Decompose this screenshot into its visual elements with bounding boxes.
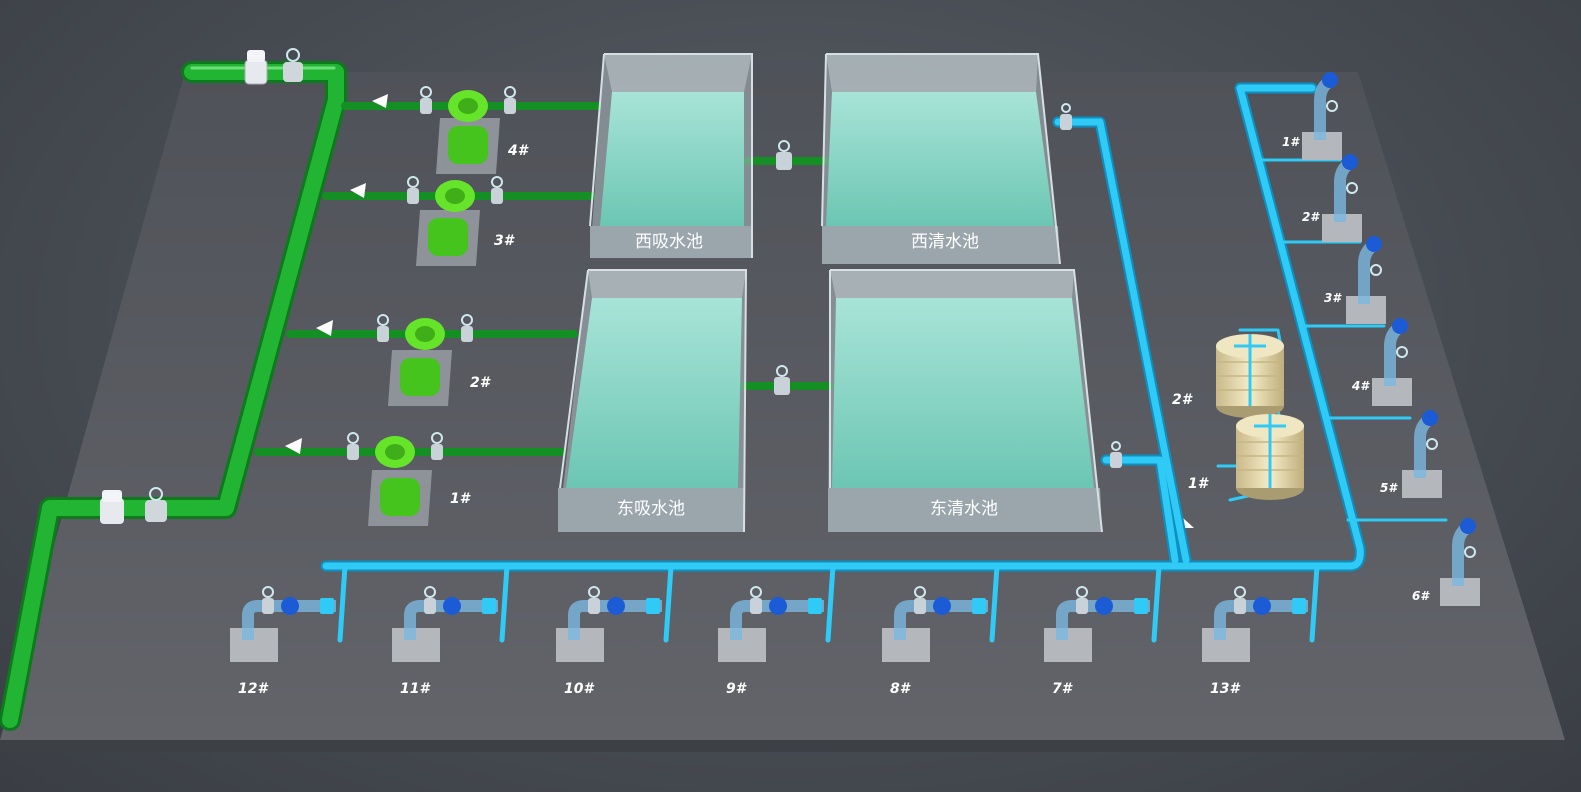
pump-icon xyxy=(769,597,787,615)
valve-icon xyxy=(461,326,473,342)
right-pump-1[interactable]: 1# xyxy=(1282,72,1342,160)
pump-icon xyxy=(1422,410,1438,426)
pump-icon xyxy=(443,597,461,615)
pool-east-suction[interactable]: 东吸水池 xyxy=(558,269,748,533)
bottom-pump-label: 10# xyxy=(564,681,594,697)
tank-1[interactable] xyxy=(1236,414,1304,500)
valve-icon xyxy=(377,326,389,342)
right-pump-2[interactable]: 2# xyxy=(1302,154,1362,242)
pump-icon xyxy=(1253,597,1271,615)
pool-east-clear[interactable]: 东清水池 xyxy=(828,269,1103,533)
right-pump-label: 4# xyxy=(1351,379,1370,393)
green-pump-label: 4# xyxy=(507,143,529,159)
pool-west-clear[interactable]: 西清水池 xyxy=(821,53,1061,265)
bottom-pump-label: 12# xyxy=(238,681,268,697)
tank-2[interactable] xyxy=(1216,334,1284,418)
valve-icon xyxy=(100,48,303,524)
bottom-pump-label: 11# xyxy=(400,681,430,697)
valve-icon xyxy=(504,98,516,114)
pump-icon xyxy=(1366,236,1382,252)
pool-label-east-suction: 东吸水池 xyxy=(617,499,685,519)
valve-icon xyxy=(1326,100,1338,112)
pump-motor xyxy=(400,358,440,396)
green-pump-group: 1# 2# 3# 4# xyxy=(347,86,529,526)
green-pump-2[interactable]: 2# xyxy=(377,314,491,406)
valve-icon xyxy=(1234,598,1246,614)
pump-icon xyxy=(607,597,625,615)
pool-label-west-suction: 西吸水池 xyxy=(635,232,703,252)
valve-icon xyxy=(491,188,503,204)
green-pump-4[interactable]: 4# xyxy=(420,86,529,174)
valve-icon xyxy=(914,598,926,614)
bottom-pump-group: 12# 11# 10# 9# 8# 7# 13# xyxy=(230,586,1308,697)
valve-icon xyxy=(1396,346,1408,358)
right-pump-6[interactable]: 6# xyxy=(1412,518,1480,606)
pump-icon xyxy=(1322,72,1338,88)
valve-icon xyxy=(424,598,436,614)
green-pump-3[interactable]: 3# xyxy=(407,176,515,266)
bottom-pump-9[interactable]: 9# xyxy=(718,586,824,697)
valve-icon xyxy=(1076,598,1088,614)
pool-label-west-clear: 西清水池 xyxy=(911,232,979,252)
bottom-pump-11[interactable]: 11# xyxy=(392,586,498,697)
pump-icon xyxy=(1392,318,1408,334)
valve-icon xyxy=(262,598,274,614)
blue-pipe-network xyxy=(320,82,1448,643)
pump-icon xyxy=(933,597,951,615)
right-pump-3[interactable]: 3# xyxy=(1324,236,1386,324)
right-pump-label: 1# xyxy=(1282,135,1300,149)
right-pump-group: 1# 2# 3# 4# 5# 6# xyxy=(1282,72,1480,606)
right-pump-label: 6# xyxy=(1412,589,1430,603)
bottom-pump-8[interactable]: 8# xyxy=(882,586,988,697)
bottom-pump-label: 8# xyxy=(890,681,911,697)
pump-icon xyxy=(1342,154,1358,170)
bottom-pump-12[interactable]: 12# xyxy=(230,586,336,697)
green-pump-label: 3# xyxy=(494,233,515,249)
pump-motor xyxy=(428,218,468,256)
valve-icon xyxy=(1370,264,1382,276)
pump-icon xyxy=(281,597,299,615)
green-pump-label: 2# xyxy=(470,375,491,391)
tank-label-2: 2# xyxy=(1172,392,1193,408)
valve-icon xyxy=(431,444,443,460)
right-pump-5[interactable]: 5# xyxy=(1380,410,1442,498)
pool-label-east-clear: 东清水池 xyxy=(930,499,998,519)
valve-icon xyxy=(347,444,359,460)
right-pump-4[interactable]: 4# xyxy=(1351,318,1412,406)
valve-icon xyxy=(1426,438,1438,450)
valve-icon xyxy=(750,598,762,614)
tank-label-1: 1# xyxy=(1188,476,1209,492)
valve-icon xyxy=(774,140,792,395)
tank-icon: 2# 1# xyxy=(1172,334,1304,500)
green-pump-label: 1# xyxy=(450,491,471,507)
right-pump-label: 2# xyxy=(1302,210,1320,224)
pool-west-suction[interactable]: 西吸水池 xyxy=(589,53,753,258)
right-pump-label: 5# xyxy=(1380,481,1398,495)
bottom-pump-label: 9# xyxy=(726,681,747,697)
bottom-pump-label: 13# xyxy=(1210,681,1240,697)
bottom-pump-10[interactable]: 10# xyxy=(556,586,662,697)
pump-icon xyxy=(1095,597,1113,615)
valve-icon xyxy=(1464,546,1476,558)
pools: 西吸水池 西清水池 东吸水池 东清水池 xyxy=(558,53,1103,533)
pump-motor xyxy=(380,478,420,516)
green-pump-1[interactable]: 1# xyxy=(347,432,471,526)
valve-icon xyxy=(1346,182,1358,194)
bottom-pump-7[interactable]: 7# xyxy=(1044,586,1150,697)
pump-motor xyxy=(448,126,488,164)
pump-icon xyxy=(1460,518,1476,534)
valve-icon xyxy=(407,188,419,204)
floor-platform xyxy=(0,72,1565,752)
valve-icon xyxy=(588,598,600,614)
bottom-pump-13[interactable]: 13# xyxy=(1202,586,1308,697)
valve-icon xyxy=(1060,103,1122,468)
bottom-pump-label: 7# xyxy=(1052,681,1073,697)
valve-icon xyxy=(420,98,432,114)
right-pump-label: 3# xyxy=(1324,291,1342,305)
